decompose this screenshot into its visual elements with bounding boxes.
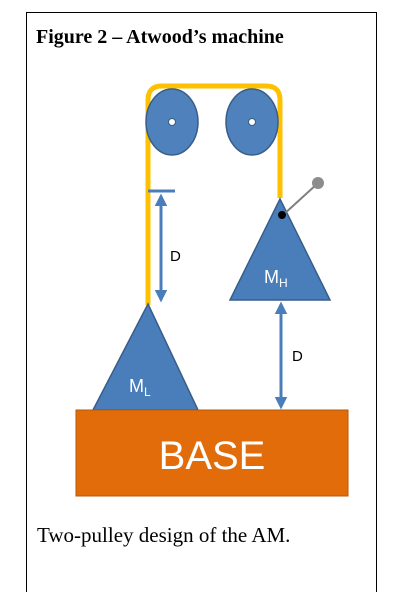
mass-light-label: ML [129,376,151,399]
figure-caption: Two-pulley design of the AM. [37,523,291,547]
hook-pivot [278,211,286,219]
hook-rod [282,183,318,216]
mass-heavy-label: MH [264,267,288,290]
mass-heavy-label-main: M [264,267,279,287]
mass-light-label-main: M [129,376,144,396]
base-label: BASE [159,434,266,478]
mass-heavy-label-sub: H [279,276,288,290]
distance-bottom-label: D [292,348,303,365]
mass-heavy [228,197,332,301]
pulley-left [145,88,199,156]
rope [145,83,283,305]
pulley-right [225,88,279,156]
distance-top-label: D [170,248,181,265]
hook-knob [312,177,324,189]
figure-title: Figure 2 – Atwood’s machine [36,26,284,48]
base-block [75,409,349,497]
mass-light-label-sub: L [144,385,151,399]
